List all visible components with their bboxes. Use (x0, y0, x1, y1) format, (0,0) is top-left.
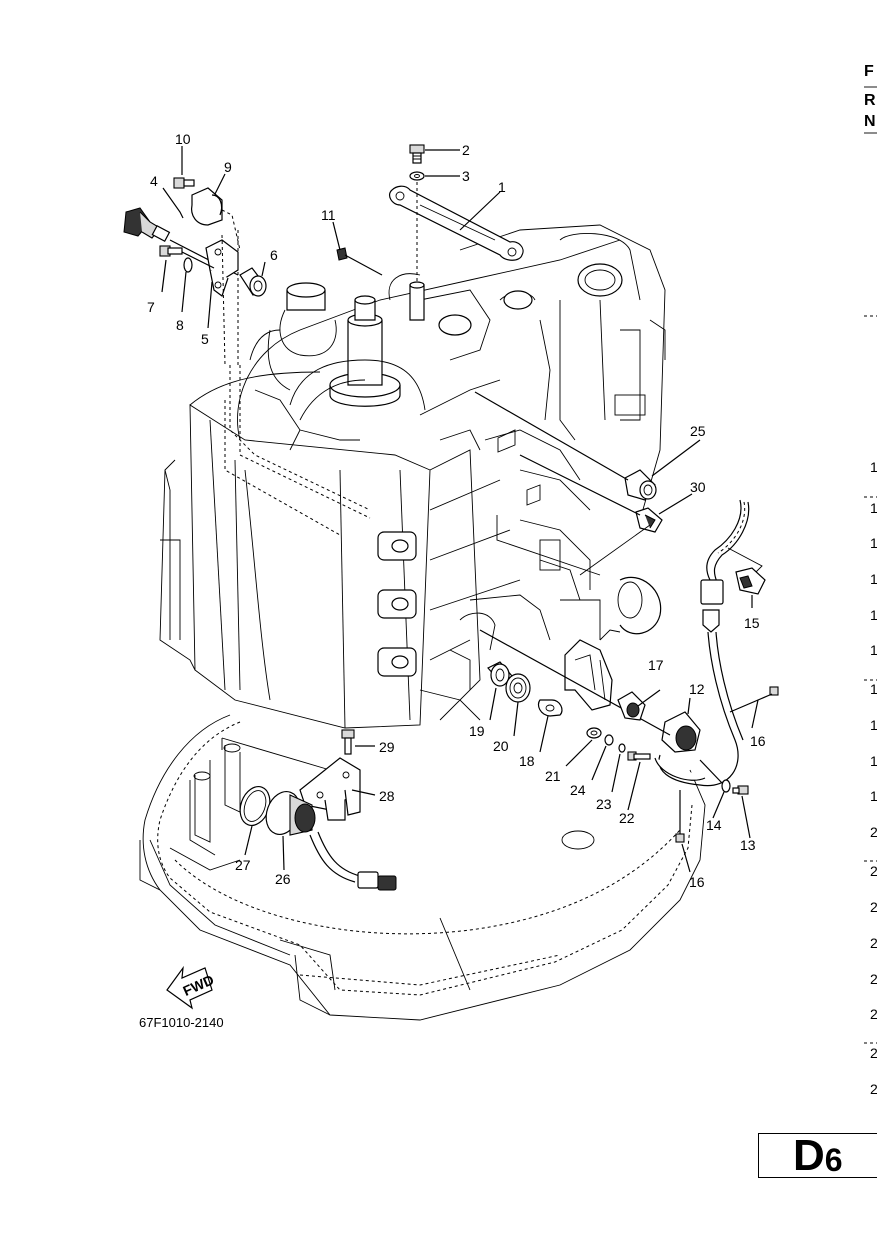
callout-24: 24 (570, 782, 586, 798)
part-1-bracket (388, 185, 524, 261)
side-row-4: 1 (870, 571, 877, 587)
page-number: 6 (824, 1142, 843, 1178)
callout-3: 3 (462, 168, 470, 184)
sensor-bracket (564, 629, 621, 711)
callout-30: 30 (690, 479, 706, 495)
side-row-7: 1 (870, 681, 877, 697)
cam-pulley (267, 282, 337, 391)
side-row-14: 2 (870, 935, 877, 951)
side-column: F R N 1 1 1 1 1 1 1 1 1 1 2 2 2 2 2 2 2 … (864, 63, 877, 1097)
part-5-bracket (205, 239, 239, 297)
side-row-13: 2 (870, 899, 877, 915)
callout-2: 2 (462, 142, 470, 158)
part-13-screw (732, 785, 749, 795)
diagram-code: 67F1010-2140 (139, 1015, 224, 1030)
callout-15: 15 (744, 615, 760, 631)
side-row-8: 1 (870, 717, 877, 733)
part-10-screw (173, 177, 195, 189)
side-row-1: 1 (870, 459, 877, 475)
callout-19: 19 (469, 723, 485, 739)
part-20-grommet (505, 673, 531, 703)
part-23-washer (618, 743, 626, 753)
side-row-2: 1 (870, 500, 877, 516)
wire-harness (658, 499, 763, 787)
callout-7: 7 (147, 299, 155, 315)
part-18-plate (537, 699, 563, 717)
page-marker: D 6 (758, 1133, 877, 1178)
side-row-17: 2 (870, 1045, 877, 1061)
callout-26: 26 (275, 871, 291, 887)
side-row-15: 2 (870, 971, 877, 987)
part-4-sensor (123, 207, 171, 242)
engine-block (159, 224, 666, 729)
callout-13: 13 (740, 837, 756, 853)
bottom-cowling (139, 714, 706, 1021)
callout-29: 29 (379, 739, 395, 755)
callout-10: 10 (175, 131, 191, 147)
fwd-arrow: FWD (166, 965, 216, 1010)
part-30-clamp (635, 507, 663, 533)
part-29-screw (341, 729, 355, 755)
part-15-clip (735, 567, 766, 595)
part-14-washer (721, 779, 731, 793)
side-header-f: F (864, 63, 874, 80)
side-row-6: 1 (870, 642, 877, 658)
side-row-9: 1 (870, 753, 877, 769)
leader-lines (161, 146, 759, 873)
callout-11: 11 (321, 207, 336, 223)
callout-14: 14 (706, 817, 722, 833)
callout-16-lower: 16 (689, 874, 705, 890)
side-row-10: 1 (870, 788, 877, 804)
part-8-washer (183, 257, 193, 273)
side-row-16: 2 (870, 1006, 877, 1022)
callout-8: 8 (176, 317, 184, 333)
part-21-washer (586, 727, 602, 739)
side-row-18: 2 (870, 1081, 877, 1097)
part-3-washer (409, 171, 425, 181)
callout-21: 21 (545, 768, 561, 784)
callout-23: 23 (596, 796, 612, 812)
side-row-12: 2 (870, 863, 877, 879)
callout-4: 4 (150, 173, 158, 189)
part-17-switch (617, 691, 646, 721)
part-26-connector (265, 791, 397, 891)
part-28-bracket (299, 757, 361, 821)
callout-28: 28 (379, 788, 395, 804)
part-9-clamp (191, 187, 223, 226)
callout-6: 6 (270, 247, 278, 263)
cylinder-ports (377, 531, 417, 677)
callout-18: 18 (519, 753, 535, 769)
side-row-5: 1 (870, 607, 877, 623)
callout-17: 17 (648, 657, 664, 673)
callout-25: 25 (690, 423, 706, 439)
callout-27: 27 (235, 857, 251, 873)
callout-22: 22 (619, 810, 635, 826)
part-2-bolt (409, 144, 425, 164)
part-22-bolt (627, 751, 651, 761)
callout-20: 20 (493, 738, 509, 754)
callout-1: 1 (498, 179, 506, 195)
part-7-bolt (159, 245, 183, 257)
part-24-washer (604, 734, 614, 746)
part-25-sensor (624, 469, 657, 501)
part-16-bolt-a (729, 686, 779, 713)
crankshaft (289, 295, 426, 421)
part-16-bolt-b (675, 790, 685, 843)
callout-16-upper: 16 (750, 733, 766, 749)
side-row-3: 1 (870, 535, 877, 551)
page-letter: D (793, 1130, 825, 1180)
callout-9: 9 (224, 159, 232, 175)
part-11-screw (336, 247, 383, 276)
part-6-grommet (239, 267, 267, 297)
side-header-n: N (864, 113, 876, 130)
part-12-sensor (654, 711, 706, 781)
side-row-11: 2 (870, 824, 877, 840)
callout-5: 5 (201, 331, 209, 347)
callout-12: 12 (689, 681, 705, 697)
callout-numbers: 2 3 1 10 4 9 6 7 8 5 11 25 30 15 17 12 1… (147, 131, 766, 890)
side-header-r: R (864, 92, 876, 109)
